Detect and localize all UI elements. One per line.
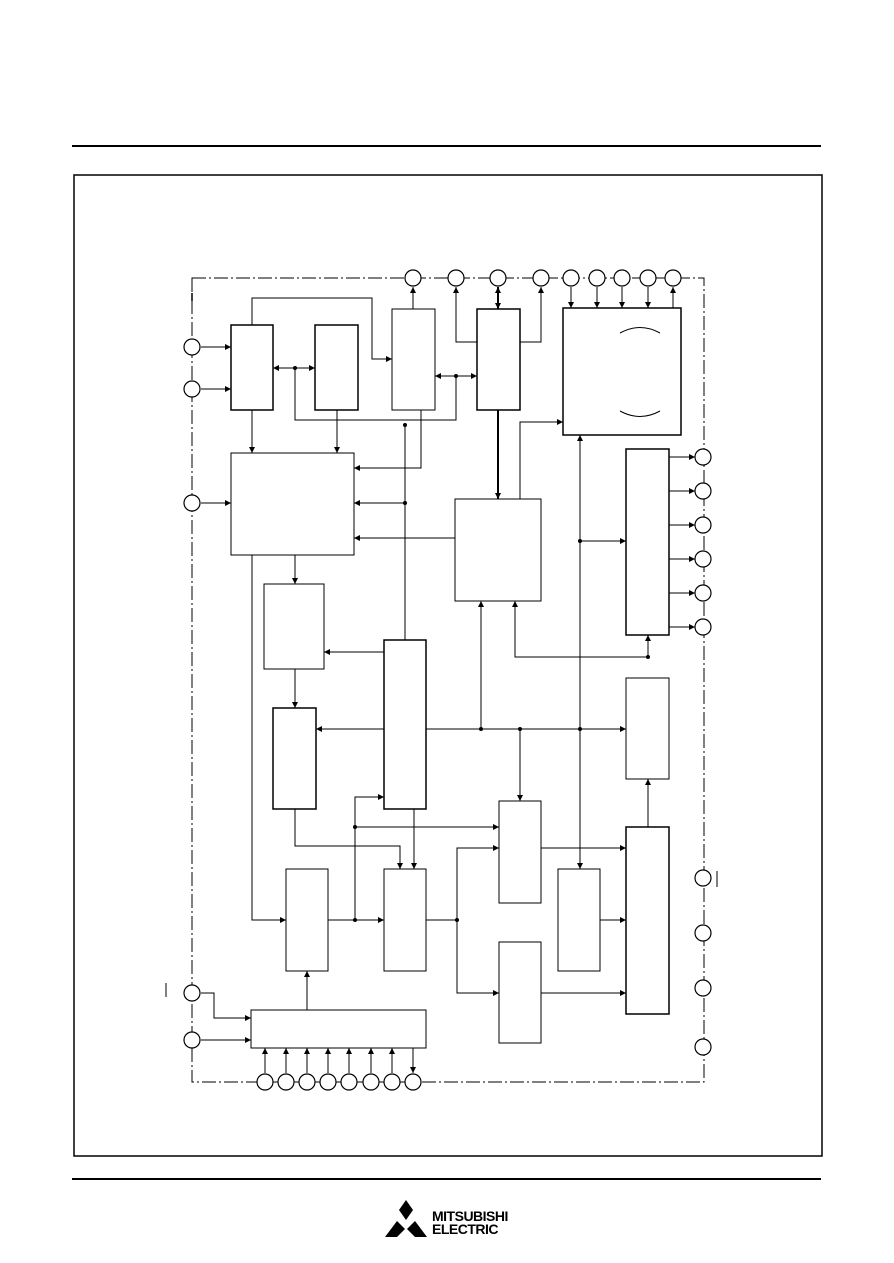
pin-right-2 [694, 482, 712, 500]
pin-top-5 [562, 269, 580, 287]
pin-left-2 [183, 380, 201, 398]
pin-bottom-1 [256, 1073, 274, 1091]
block-o [285, 868, 329, 972]
pin-top-3 [489, 269, 507, 287]
block-m [498, 800, 542, 904]
pin-right-10 [694, 1038, 712, 1056]
block-j [383, 639, 427, 810]
pin-bottom-7 [383, 1073, 401, 1091]
pin-top-2 [447, 269, 465, 287]
pin-bottom-6 [362, 1073, 380, 1091]
brand-logo-text: MITSUBISHI ELECTRIC [432, 1208, 508, 1237]
pin-left-3 [183, 494, 201, 512]
pin-bottom-3 [298, 1073, 316, 1091]
block-f [230, 452, 355, 556]
block-i [263, 583, 325, 670]
block-r [498, 941, 542, 1044]
pin-top-4 [532, 269, 550, 287]
brand-line-1: MITSUBISHI [432, 1208, 508, 1224]
block-s [250, 1009, 427, 1049]
pin-bottom-2 [277, 1073, 295, 1091]
block-n [625, 826, 670, 1015]
pin-bottom-4 [319, 1073, 337, 1091]
block-q [557, 868, 601, 972]
pin-left-5 [183, 1031, 201, 1049]
pin-top-6 [588, 269, 606, 287]
arc-bottom [619, 410, 661, 417]
three-diamond-icon [385, 1200, 427, 1237]
block-d [476, 308, 521, 411]
pin-right-9 [694, 979, 712, 997]
block-g [454, 498, 542, 602]
brand-line-2: ELECTRIC [432, 1221, 498, 1237]
pin-right-8 [694, 924, 712, 942]
pin-top-9 [664, 269, 682, 287]
pin-right-7 [694, 869, 712, 887]
pin-right-6 [694, 618, 712, 636]
junction-dots [293, 366, 650, 922]
pin-top-7 [613, 269, 631, 287]
pin-left-4 [183, 984, 201, 1002]
pin-left-1 [183, 338, 201, 356]
pin-right-4 [694, 550, 712, 568]
block-c [391, 308, 436, 411]
block-a [230, 324, 274, 411]
block-h [625, 448, 670, 636]
arc-top [619, 327, 661, 334]
block-k [272, 707, 317, 810]
block-l [625, 677, 670, 780]
block-p [383, 868, 427, 972]
pin-right-1 [694, 448, 712, 466]
pin-top-1 [404, 269, 422, 287]
pin-top-8 [639, 269, 657, 287]
pin-right-5 [694, 584, 712, 602]
block-e [562, 307, 682, 436]
pin-right-3 [694, 516, 712, 534]
block-b [314, 324, 359, 411]
pin-bottom-8 [404, 1073, 422, 1091]
figure-frame [73, 174, 823, 1157]
pin-bottom-5 [340, 1073, 358, 1091]
